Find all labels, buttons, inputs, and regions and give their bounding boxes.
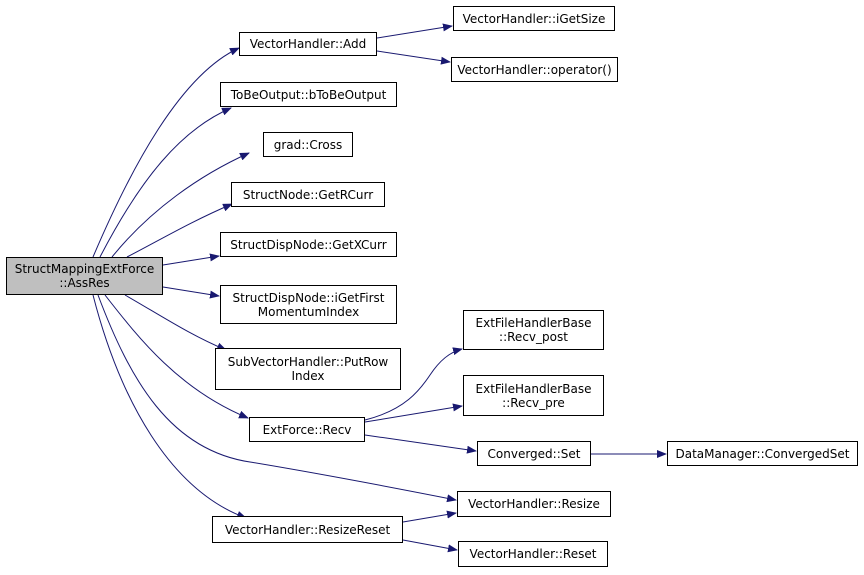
edge-root-to-vh_add	[92, 47, 240, 258]
node-label: VectorHandler::iGetSize	[462, 11, 606, 26]
edge-ef_recv-to-efh_recv_post	[364, 347, 463, 421]
node-label: ::Recv_pre	[502, 395, 565, 410]
node-converged-set[interactable]: Converged::Set	[477, 441, 591, 466]
node-root[interactable]: StructMappingExtForce ::AssRes	[6, 257, 163, 295]
edge-root-to-sdn_igetfirst	[162, 286, 220, 299]
edge-vh_add-to-vh_igetsize	[376, 23, 453, 39]
node-vh-igetsize[interactable]: VectorHandler::iGetSize	[453, 6, 615, 31]
edge-root-to-ef_recv	[104, 294, 249, 419]
node-label: StructDispNode::iGetFirst	[232, 290, 385, 305]
edge-root-to-grad_cross	[111, 152, 250, 258]
node-label: Index	[291, 369, 325, 383]
node-datamanager-convergedset[interactable]: DataManager::ConvergedSet	[667, 441, 858, 466]
node-label: VectorHandler::operator()	[457, 62, 612, 77]
edge-vh_resizereset-to-vh_resize	[402, 510, 457, 523]
node-label: ExtFileHandlerBase	[475, 316, 592, 330]
edge-ef_recv-to-efh_recv_pre	[364, 403, 463, 423]
node-label: ::AssRes	[59, 276, 110, 290]
node-label: VectorHandler::ResizeReset	[224, 522, 391, 537]
node-label: StructMappingExtForce	[14, 262, 155, 276]
node-label: MomentumIndex	[257, 304, 360, 319]
node-label: VectorHandler::Reset	[469, 547, 597, 561]
node-label: ToBeOutput::bToBeOutput	[230, 87, 387, 102]
node-label: VectorHandler::Resize	[468, 497, 600, 511]
node-label: VectorHandler::Add	[249, 37, 367, 51]
node-label: StructDispNode::GetXCurr	[230, 237, 387, 252]
node-vh-add[interactable]: VectorHandler::Add	[239, 32, 377, 56]
node-vh-operator[interactable]: VectorHandler::operator()	[451, 57, 618, 82]
node-label: ExtForce::Recv	[262, 422, 352, 437]
node-tobeoutput[interactable]: ToBeOutput::bToBeOutput	[220, 82, 397, 107]
node-vh-resize[interactable]: VectorHandler::Resize	[457, 491, 611, 517]
edge-root-to-sn_getrcurr	[126, 203, 233, 258]
node-label: DataManager::ConvergedSet	[675, 446, 850, 461]
node-vh-reset[interactable]: VectorHandler::Reset	[458, 541, 608, 567]
node-label: ::Recv_post	[499, 330, 568, 344]
edge-ef_recv-to-conv_set	[364, 434, 477, 454]
edge-root-to-sdn_getxcurr	[162, 253, 220, 266]
node-label: Converged::Set	[487, 446, 581, 461]
edge-root-to-vh_resizereset	[92, 294, 247, 519]
node-label: ExtFileHandlerBase	[475, 381, 592, 396]
node-label: SubVectorHandler::PutRow	[227, 355, 389, 369]
edge-root-to-tbo	[99, 107, 232, 258]
node-label: grad::Cross	[273, 137, 343, 152]
edge-root-to-vh_resize	[97, 294, 457, 503]
node-label: StructNode::GetRCurr	[242, 187, 374, 202]
node-structdispnode-igetfirst[interactable]: StructDispNode::iGetFirst MomentumIndex	[220, 285, 397, 324]
node-extfilehandler-recv-pre[interactable]: ExtFileHandlerBase ::Recv_pre	[463, 375, 604, 416]
node-grad-cross[interactable]: grad::Cross	[263, 132, 353, 157]
node-structnode-getrcurr[interactable]: StructNode::GetRCurr	[231, 182, 385, 207]
node-structdispnode-getxcurr[interactable]: StructDispNode::GetXCurr	[220, 232, 397, 257]
node-subvectorhandler-putrow[interactable]: SubVectorHandler::PutRow Index	[215, 348, 401, 390]
edge-vh_resizereset-to-vh_reset	[402, 539, 458, 553]
edge-vh_add-to-vh_operator	[376, 50, 451, 65]
node-extforce-recv[interactable]: ExtForce::Recv	[249, 417, 365, 442]
node-extfilehandler-recv-post[interactable]: ExtFileHandlerBase ::Recv_post	[463, 310, 604, 350]
edge-root-to-svh_putrow	[124, 294, 227, 351]
node-vh-resizereset[interactable]: VectorHandler::ResizeReset	[212, 516, 403, 543]
